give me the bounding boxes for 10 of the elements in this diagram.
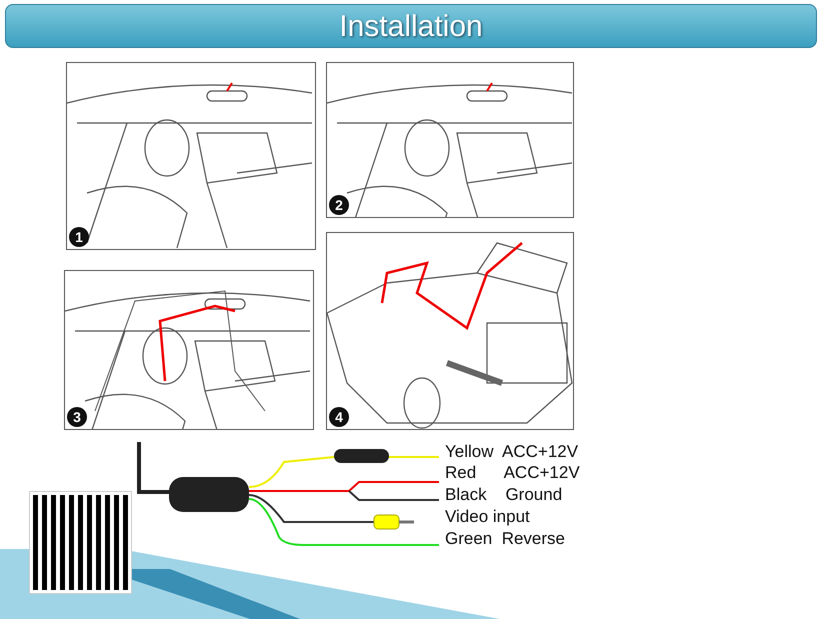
wire-label: Green Reverse	[445, 529, 565, 549]
step-number: 2	[329, 195, 349, 215]
title-banner: Installation	[5, 4, 817, 48]
step-number: 3	[67, 407, 87, 427]
step-number: 4	[329, 407, 349, 427]
wire-label: Video input	[445, 507, 530, 527]
wire-label: Yellow ACC+12V	[445, 442, 578, 462]
wire-label: Black Ground	[445, 485, 562, 505]
step-number: 1	[69, 227, 89, 247]
wire-label: Red ACC+12V	[445, 463, 580, 483]
